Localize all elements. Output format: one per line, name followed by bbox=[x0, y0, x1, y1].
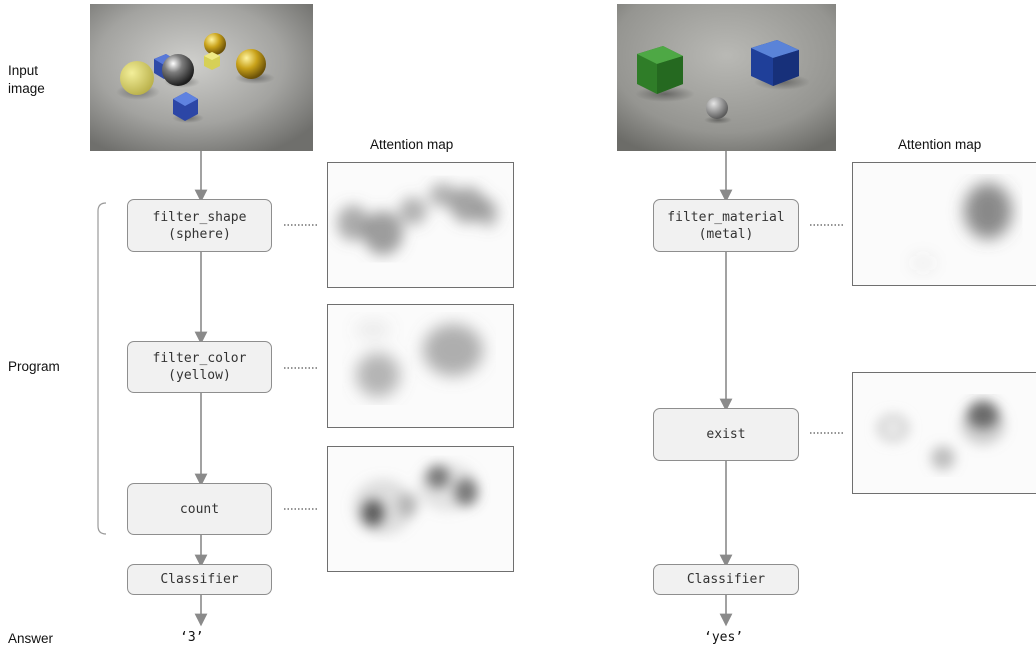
answer-label: Answer bbox=[8, 631, 54, 646]
attention-map-exist bbox=[852, 372, 1036, 494]
program-label: Program bbox=[8, 359, 60, 374]
right-attention-title: Attention map bbox=[898, 137, 982, 152]
attention-map-count bbox=[327, 446, 514, 572]
attention-map-filter-material bbox=[852, 162, 1036, 286]
node-count: count bbox=[127, 483, 272, 535]
left-attention-title: Attention map bbox=[370, 137, 454, 152]
attention-map-filter-color bbox=[327, 304, 514, 428]
node-classifier-right: Classifier bbox=[653, 564, 799, 595]
attention-map-filter-shape bbox=[327, 162, 514, 288]
node-classifier-left: Classifier bbox=[127, 564, 272, 595]
node-exist: exist bbox=[653, 408, 799, 461]
answer-left: ‘3’ bbox=[180, 630, 204, 645]
node-filter-shape: filter_shape (sphere) bbox=[127, 199, 272, 252]
answer-right: ‘yes’ bbox=[704, 630, 744, 645]
right-input-image bbox=[617, 4, 836, 151]
node-filter-material: filter_material (metal) bbox=[653, 199, 799, 252]
program-bracket bbox=[97, 202, 107, 535]
input-image-label: Input image bbox=[8, 63, 45, 96]
node-filter-color: filter_color (yellow) bbox=[127, 341, 272, 393]
left-input-image bbox=[90, 4, 313, 151]
